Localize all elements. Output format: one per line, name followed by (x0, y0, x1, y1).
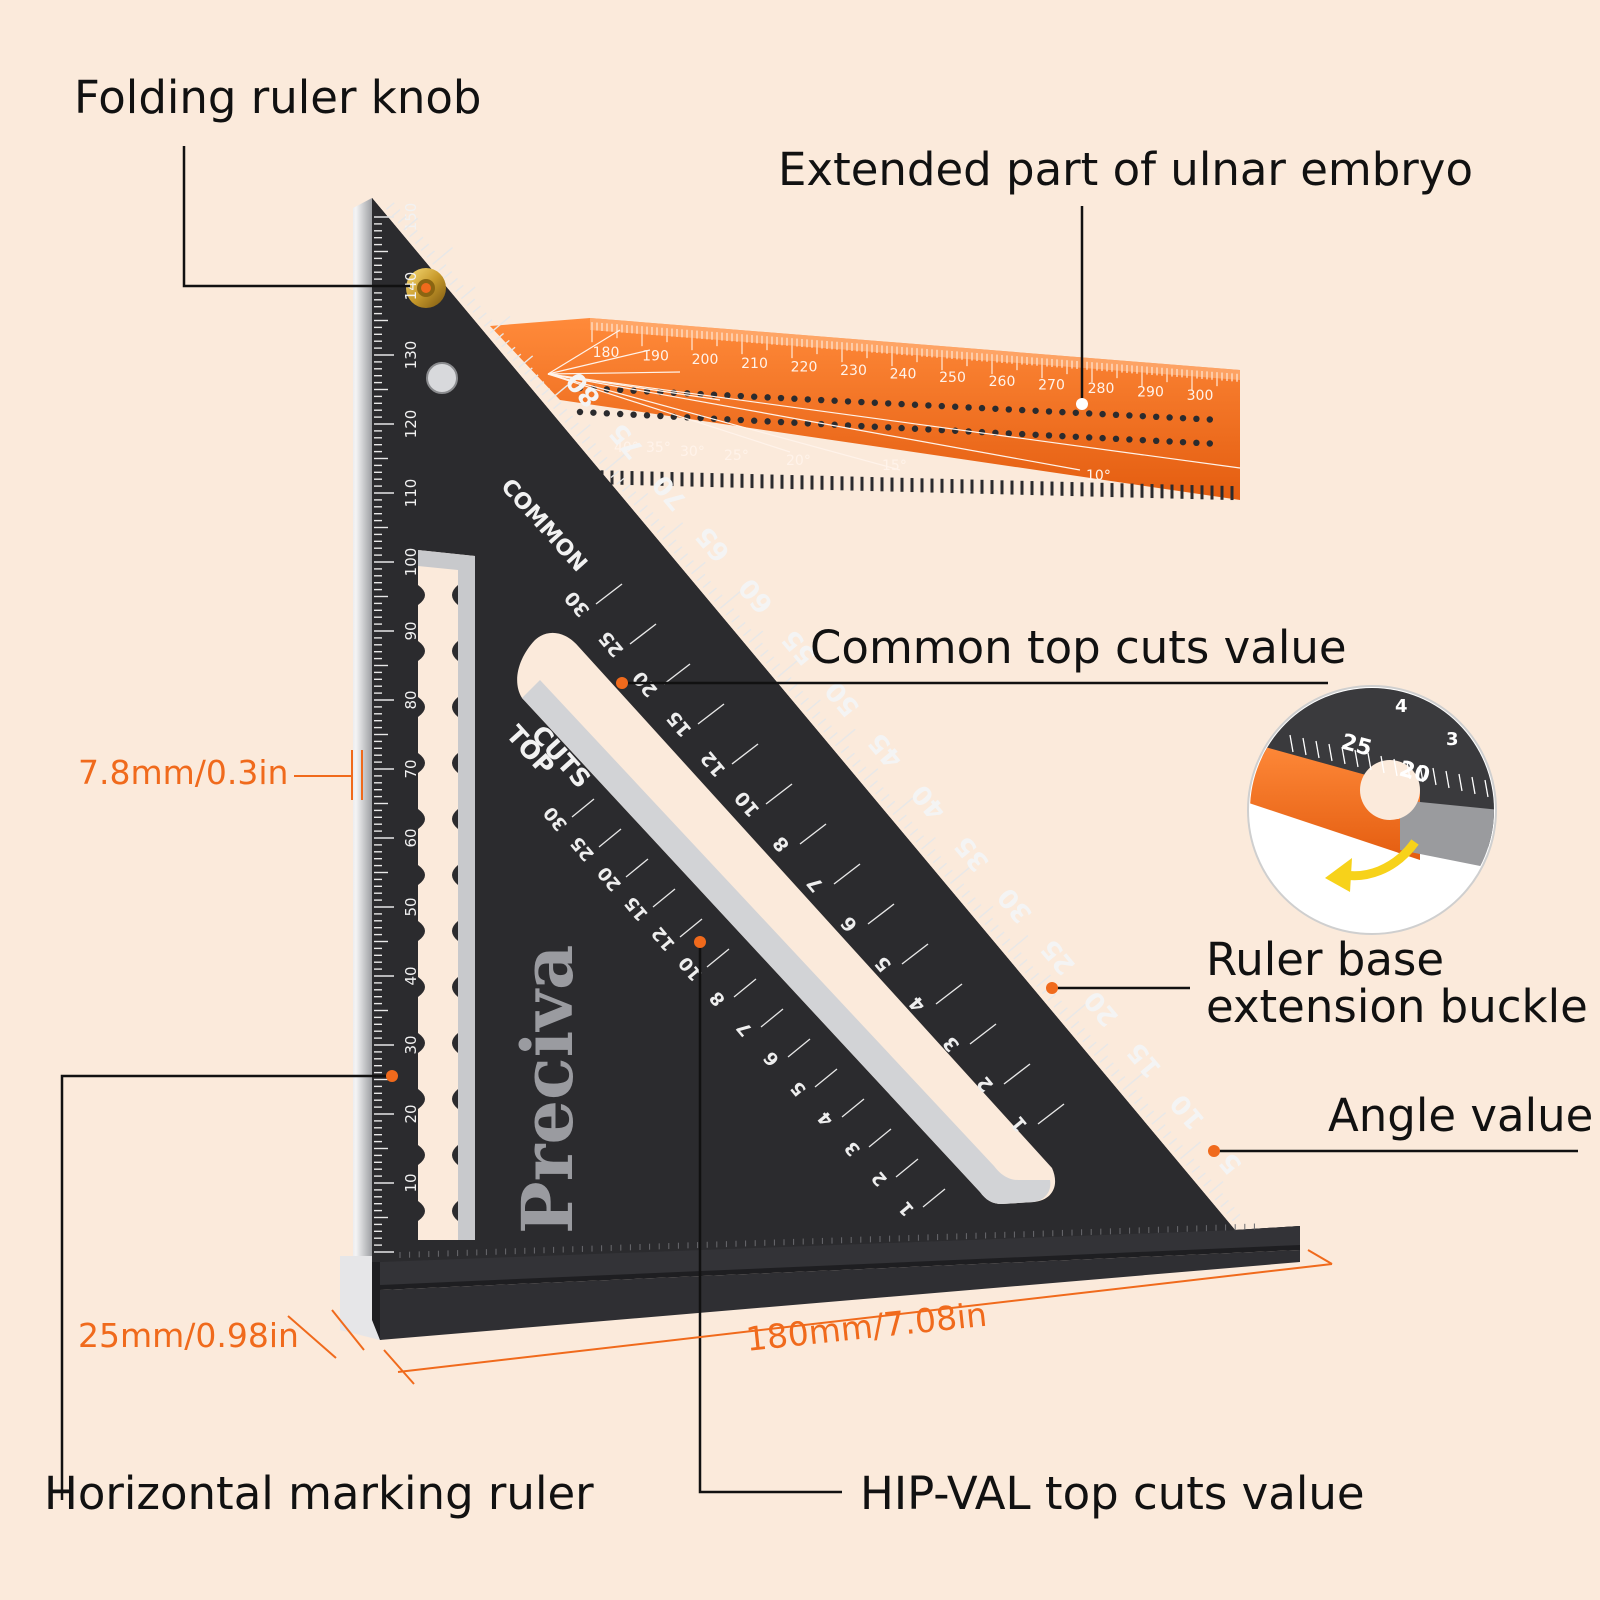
hypotenuse-angle-label: 35 (949, 830, 995, 877)
brand-logo: Preciva (506, 945, 589, 1234)
extension-mm-label: 200 (692, 352, 719, 368)
extension-angle-label: 40° (614, 440, 639, 456)
extension-mm-label: 250 (939, 370, 966, 386)
callout-common-top-cuts: Common top cuts value (810, 621, 1347, 674)
extension-mm-label: 220 (791, 359, 818, 375)
dimension-thickness: 7.8mm/0.3in (78, 753, 289, 792)
hypotenuse-angle-label: 75 (604, 417, 650, 464)
extension-angle-label: 25° (724, 448, 749, 464)
vertical-scale-label: 110 (402, 479, 420, 508)
hypotenuse-angle-label: 20 (1079, 985, 1125, 1032)
dimension-lines (287, 750, 1333, 1385)
extension-angle-label: 35° (646, 440, 671, 456)
buckle-inset: 25 20 4 3 (1247, 685, 1497, 935)
extension-angle-label: 10° (1086, 468, 1111, 484)
vertical-scale-label: 120 (402, 410, 420, 439)
vertical-scale-label: 80 (402, 690, 420, 709)
vertical-scale-label: 150 (402, 203, 420, 232)
extension-mm-label: 230 (840, 363, 867, 379)
hypotenuse-angle-label: 45 (863, 727, 909, 774)
vertical-scale-label: 60 (402, 828, 420, 847)
extension-angle-label: 20° (786, 453, 811, 469)
vertical-slot-teeth (418, 585, 458, 1221)
vertical-steel-edge (340, 198, 372, 1300)
callout-hip-val-top-cuts: HIP-VAL top cuts value (860, 1467, 1365, 1520)
hypotenuse-angle-label: 15 (1122, 1036, 1168, 1083)
callout-horizontal-marking-ruler: Horizontal marking ruler (44, 1467, 594, 1520)
extension-mm-label: 270 (1038, 377, 1065, 393)
extension-mm-label: 210 (741, 356, 768, 372)
vertical-scale-label: 130 (402, 341, 420, 370)
vertical-scale-label: 90 (402, 621, 420, 640)
vertical-scale-label: 50 (402, 897, 420, 916)
extension-mm-label: 180 (593, 345, 620, 361)
base-ticks (399, 1223, 1255, 1258)
extension-mm-label: 190 (642, 349, 669, 365)
dimension-base-width: 25mm/0.98in (78, 1316, 299, 1355)
extension-angle-label: 30° (680, 444, 705, 460)
vertical-scale-label: 30 (402, 1035, 420, 1054)
triangle-body (372, 198, 1300, 1340)
extension-angle-rays (547, 329, 1241, 471)
extension-mm-label: 240 (890, 367, 917, 383)
callout-angle-value: Angle value (1328, 1089, 1594, 1142)
hypotenuse-angle-label: 70 (647, 469, 693, 516)
vertical-scale-labels: 10 20 30 40 50 60 70 80 90 100 110 120 130 140 150 (402, 203, 420, 1193)
extension-mm-label: 260 (989, 374, 1016, 390)
vertical-scale-label: 100 (402, 548, 420, 577)
buckle-line-1: Ruler base (1206, 933, 1445, 986)
extension-ruler-ticks (590, 322, 1238, 501)
vertical-scale-label: 10 (402, 1173, 420, 1192)
vertical-scale-label: 140 (402, 272, 420, 301)
extension-mm-label: 290 (1137, 385, 1164, 401)
marker-dots (386, 283, 1220, 1157)
hypotenuse-angle-label: 30 (992, 882, 1038, 929)
svg-text:3: 3 (1446, 729, 1459, 750)
extension-angle-label: 15° (882, 458, 907, 474)
extension-ruler-labels: 180 190 200 210 220 230 240 250 260 270 280 290 300 (593, 345, 1214, 404)
hypotenuse-ticks (386, 202, 1241, 1222)
vertical-scale-label: 40 (402, 966, 420, 985)
pivot-pin-icon (426, 362, 458, 394)
hypotenuse-angle-label: 60 (733, 572, 779, 619)
hypotenuse-angle-label: 40 (906, 778, 952, 825)
extension-mm-label: 300 (1187, 388, 1214, 404)
callout-ruler-base-buckle: Ruler base extension buckle (1206, 936, 1588, 1031)
hypotenuse-angle-label: 65 (690, 520, 736, 567)
base-steel-edge (340, 1256, 380, 1340)
leader-lines (60, 146, 1578, 1500)
extension-mm-label: 280 (1088, 381, 1115, 397)
callout-extended-part: Extended part of ulnar embryo (778, 143, 1473, 196)
vertical-scale-label: 20 (402, 1104, 420, 1123)
callout-folding-ruler-knob: Folding ruler knob (74, 71, 482, 124)
cutouts (418, 550, 1056, 1240)
vertical-scale-label: 70 (402, 759, 420, 778)
hypotenuse-angle-label: 25 (1035, 933, 1081, 980)
vertical-scale-ticks (374, 216, 394, 1253)
svg-text:4: 4 (1395, 696, 1408, 717)
hypotenuse-angle-label: 10 (1165, 1088, 1211, 1135)
buckle-line-2: extension buckle (1206, 980, 1588, 1034)
extension-angle-labels: 40° 35° 30° 25° 20° 15° 10° (614, 440, 1111, 484)
